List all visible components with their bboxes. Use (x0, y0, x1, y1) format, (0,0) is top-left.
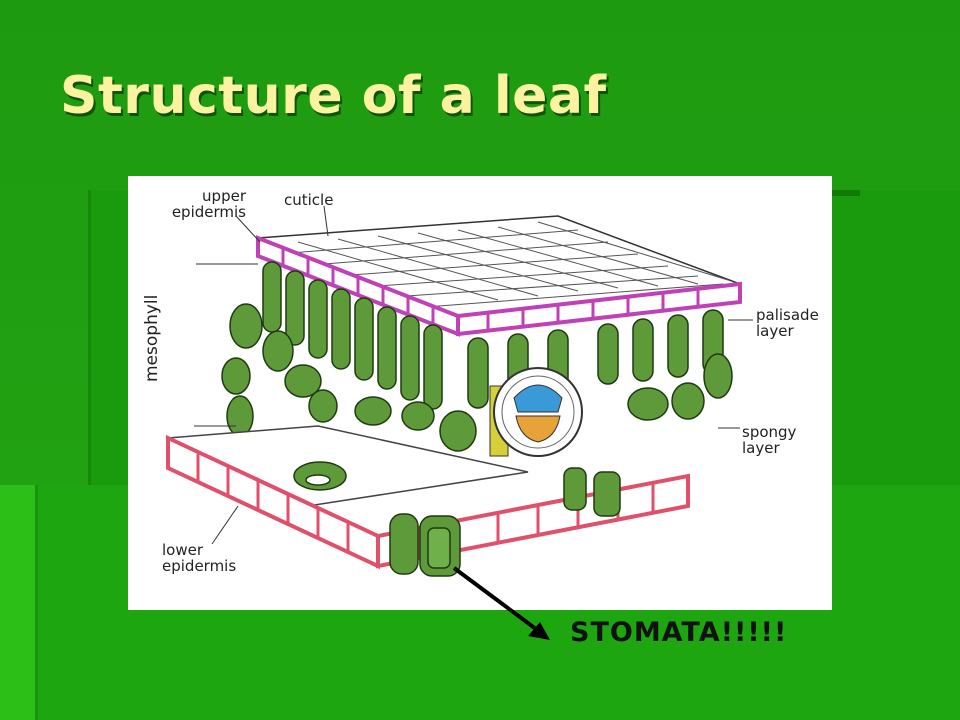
label-spongy-layer: spongy layer (742, 423, 797, 457)
palisade-cells (262, 261, 724, 410)
label-palisade-layer: palisade layer (756, 306, 819, 340)
stomata-arrow (452, 566, 550, 640)
upper-epidermis-cell-walls (281, 248, 700, 331)
label-cuticle: cuticle (284, 191, 334, 209)
upper-epidermis-side (456, 281, 742, 337)
upper-surface-cell-grid (277, 221, 729, 309)
leaf-cross-section-diagram: upper epidermis cuticle mesophyll palisa… (128, 176, 832, 610)
label-mesophyll: mesophyll (142, 294, 162, 382)
leaf-illustration (165, 205, 753, 577)
label-lower-epidermis: lower epidermis (162, 541, 237, 575)
label-leader-lines (194, 205, 753, 545)
background-accent (830, 190, 860, 196)
stomata-callout: STOMATA!!!!! (570, 617, 788, 648)
slide-title: Structure of a leaf (60, 66, 607, 126)
stomata-guard-cells (293, 461, 621, 577)
vascular-bundle (489, 367, 583, 457)
label-upper-epidermis: upper epidermis (171, 187, 246, 221)
background-strip (0, 485, 35, 720)
spongy-cells (221, 303, 733, 452)
